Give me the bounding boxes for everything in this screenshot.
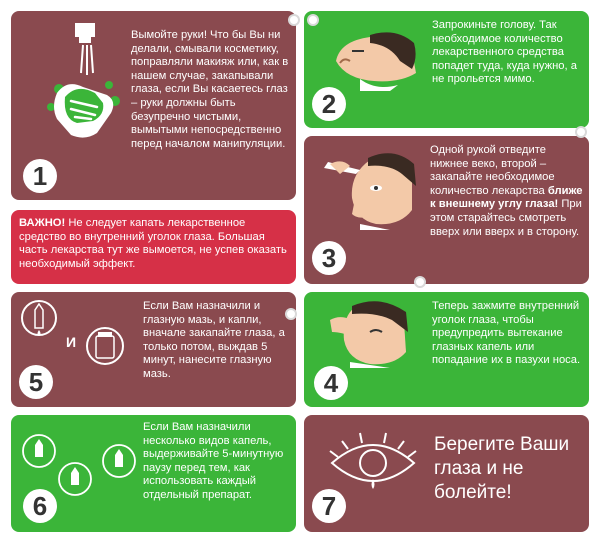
warning-text: ВАЖНО! Не следует капать лекарственное с…	[19, 217, 287, 270]
step-5-number: 5	[19, 365, 53, 399]
step-3-card: 3 Одной рукой отведите нижнее веко, втор…	[304, 136, 589, 284]
step-4-number: 4	[314, 366, 348, 400]
step-4-card: 4 Теперь зажмите внутренний уголок глаза…	[304, 292, 589, 407]
connector-dot	[285, 308, 297, 320]
step-4-text: Теперь зажмите внутренний уголок глаза, …	[432, 300, 581, 367]
eye-icon	[329, 432, 417, 489]
connector-dot	[288, 14, 300, 26]
step-2-text: Запрокиньте голову. Так необходимое коли…	[432, 19, 577, 86]
step-5-text: Если Вам назначили и глазную мазь, и кап…	[143, 300, 285, 380]
step-3-number: 3	[312, 241, 346, 275]
connector-dot	[307, 14, 319, 26]
step-2-card: 2 Запрокиньте голову. Так необходимое ко…	[304, 11, 589, 128]
drop-and-ointment-icon	[21, 300, 124, 365]
press-inner-corner-icon	[330, 301, 408, 368]
head-tilted-back-icon	[336, 32, 416, 91]
step-6-card: 6 Если Вам назначили несколько видов кап…	[11, 415, 296, 532]
step-5-card: И 5 Если Вам назначили и глазную мазь, и…	[11, 292, 296, 407]
step-3-text: Одной рукой отведите нижнее веко, второй…	[430, 144, 583, 238]
step-7-text: Берегите Ваши глаза и не болейте!	[434, 434, 570, 503]
step-6-number: 6	[23, 489, 57, 523]
step-7-number: 7	[312, 489, 346, 523]
step-7-card: 7 Берегите Ваши глаза и не болейте!	[304, 415, 589, 532]
step-1-number: 1	[23, 159, 57, 193]
eye-drops-application-icon	[324, 153, 416, 230]
connector-dot	[575, 126, 587, 138]
warning-banner: ВАЖНО! Не следует капать лекарственное с…	[11, 210, 296, 284]
conjunction-label: И	[66, 334, 77, 350]
warning-label: ВАЖНО!	[19, 217, 66, 229]
step-1-card: 1 Вымойте руки! Что бы Вы ни делали, смы…	[11, 11, 296, 200]
step-1-text: Вымойте руки! Что бы Вы ни делали, смыва…	[131, 29, 289, 150]
hand-washing-icon	[47, 23, 120, 138]
multiple-drops-icon	[22, 434, 136, 496]
step-6-text: Если Вам назначили несколько видов капел…	[143, 421, 284, 501]
step-2-number: 2	[312, 87, 346, 121]
connector-dot	[414, 276, 426, 288]
